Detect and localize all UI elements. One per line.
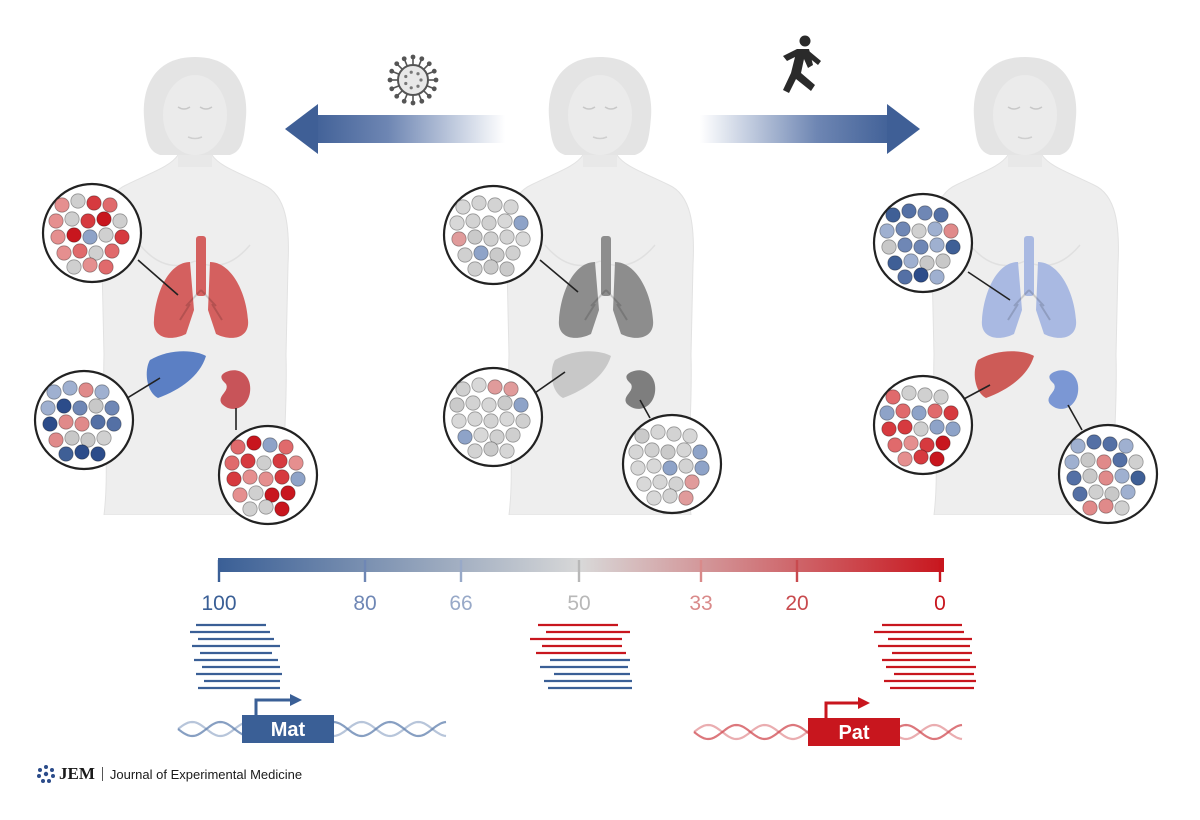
organs-baseline (551, 236, 656, 409)
kidney-icon (1048, 370, 1079, 409)
pat-promoter-arrow (824, 701, 860, 718)
mat-gene-box (242, 715, 334, 743)
liver-cell-zoom-infection (33, 369, 161, 471)
pat-gene-box (808, 718, 900, 746)
liver-icon (551, 351, 611, 398)
journal-footer: JEM Journal of Experimental Medicine (36, 764, 302, 784)
scale-tick-label-1: 80 (353, 592, 376, 615)
scale-gradient-bar (218, 558, 944, 572)
footer-separator (101, 767, 103, 781)
paternal-gene: Pat (693, 697, 963, 746)
pat-label: Pat (838, 722, 869, 744)
journal-name: Journal of Experimental Medicine (109, 766, 303, 782)
kidney-icon (625, 370, 656, 409)
arrow-right (700, 104, 920, 154)
jem-logo-icon (37, 765, 55, 783)
liver-icon (974, 351, 1034, 398)
mat-pat-scale: 100 80 66 50 33 20 0 (201, 558, 946, 615)
arrow-left (285, 104, 505, 154)
reads-maternal (190, 623, 282, 690)
lung-cell-zoom-baseline (442, 184, 579, 293)
mat-label: Mat (271, 719, 306, 741)
maternal-gene: Mat (177, 694, 447, 743)
liver-icon (146, 351, 206, 398)
liver-cell-zoom-exercise (872, 374, 991, 476)
kidney-cell-zoom-exercise (1057, 404, 1159, 525)
lungs-icon (981, 236, 1077, 338)
lungs-icon (153, 236, 249, 338)
scale-tick-label-5: 20 (785, 592, 808, 615)
lung-cell-zoom-exercise (872, 192, 1011, 301)
reads-biallelic (530, 623, 632, 690)
runner-icon (783, 35, 821, 93)
kidney-icon (220, 370, 251, 409)
liver-cell-zoom-baseline (442, 366, 566, 468)
reads-paternal (874, 623, 976, 690)
kidney-cell-zoom-baseline (621, 399, 723, 515)
scale-tick-label-6: 0 (934, 592, 946, 615)
jem-logo-text: JEM (59, 764, 95, 783)
organs-infection (146, 236, 251, 409)
kidney-cell-zoom-infection (217, 408, 319, 526)
lungs-icon (558, 236, 654, 338)
lung-cell-zoom-infection (41, 182, 179, 296)
organs-exercise (974, 236, 1079, 409)
scale-tick-label-0: 100 (201, 592, 236, 615)
scale-tick-label-2: 66 (449, 592, 472, 615)
scale-tick-label-3: 50 (567, 592, 590, 615)
scale-tick-label-4: 33 (689, 592, 712, 615)
virus-icon (387, 54, 439, 106)
mat-promoter-arrow (254, 698, 292, 715)
